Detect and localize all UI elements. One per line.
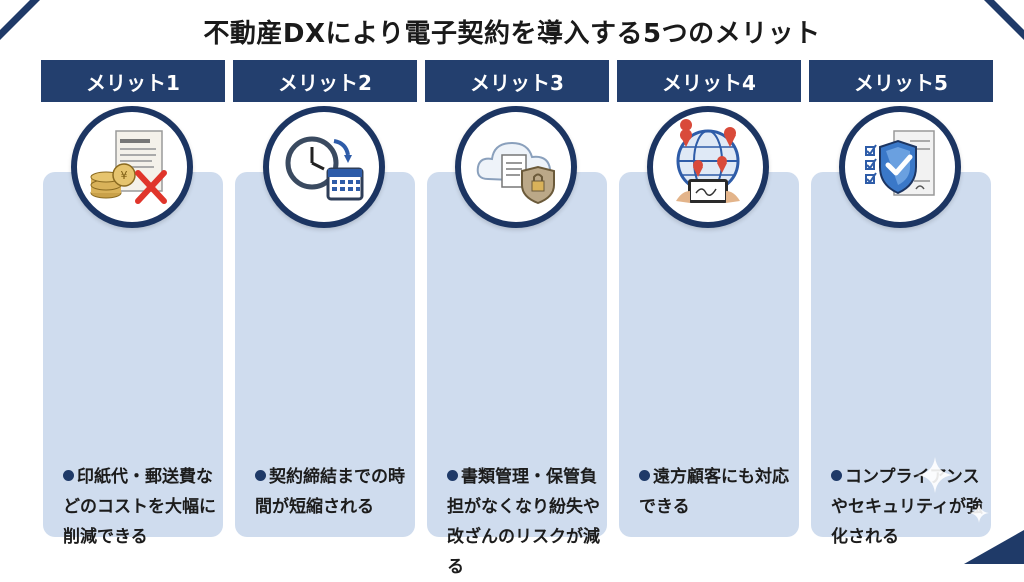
svg-text:¥: ¥ xyxy=(121,169,128,182)
merit-header: メリット2 xyxy=(233,60,417,102)
merit-card: 遠方顧客にも対応できる xyxy=(619,172,799,537)
shield-checklist-icon xyxy=(839,106,961,228)
merit-column-3: 書類管理・保管負担がなくなり紛失や改ざんのリスクが減る メリット3 xyxy=(425,60,609,577)
merit-column-5: コンプライアンスやセキュリティが強化される メリット5 xyxy=(809,60,993,547)
globe-tablet-signature-icon xyxy=(647,106,769,228)
merit-text: コンプライアンスやセキュリティが強化される xyxy=(831,467,983,547)
sparkle-decoration-small-icon xyxy=(969,503,989,523)
bullet-dot-icon xyxy=(255,470,266,481)
merit-header: メリット3 xyxy=(425,60,609,102)
merit-header: メリット4 xyxy=(617,60,801,102)
merit-card: コンプライアンスやセキュリティが強化される xyxy=(811,172,991,547)
merit-column-2: 契約締結までの時間が短縮される メリット2 xyxy=(233,60,417,540)
merit-text: 遠方顧客にも対応できる xyxy=(639,467,789,517)
page-title: 不動産DXにより電子契約を導入する5つのメリット xyxy=(203,19,821,49)
bullet-dot-icon xyxy=(447,470,458,481)
bullet-dot-icon xyxy=(831,470,842,481)
clock-calendar-icon xyxy=(263,106,385,228)
cloud-document-lock-icon xyxy=(455,106,577,228)
sparkle-decoration-icon xyxy=(917,457,953,493)
merit-text: 契約締結までの時間が短縮される xyxy=(255,467,405,517)
merit-card: 印紙代・郵送費などのコストを大幅に削減できる xyxy=(43,172,223,547)
merit-card: 書類管理・保管負担がなくなり紛失や改ざんのリスクが減る xyxy=(427,172,607,577)
corner-decoration-top-left-inner xyxy=(0,0,30,30)
coins-contract-cross-icon: ¥ xyxy=(71,106,193,228)
merit-header: メリット5 xyxy=(809,60,993,102)
merit-header: メリット1 xyxy=(41,60,225,102)
merit-text: 印紙代・郵送費などのコストを大幅に削減できる xyxy=(63,467,216,547)
merit-column-1: 印紙代・郵送費などのコストを大幅に削減できる メリット1 ¥ xyxy=(41,60,225,547)
merit-column-4: 遠方顧客にも対応できる メリット4 xyxy=(617,60,801,540)
merit-card: 契約締結までの時間が短縮される xyxy=(235,172,415,537)
bullet-dot-icon xyxy=(63,470,74,481)
merit-text: 書類管理・保管負担がなくなり紛失や改ざんのリスクが減る xyxy=(447,467,600,577)
bullet-dot-icon xyxy=(639,470,650,481)
corner-decoration-top-right-inner xyxy=(994,0,1024,30)
